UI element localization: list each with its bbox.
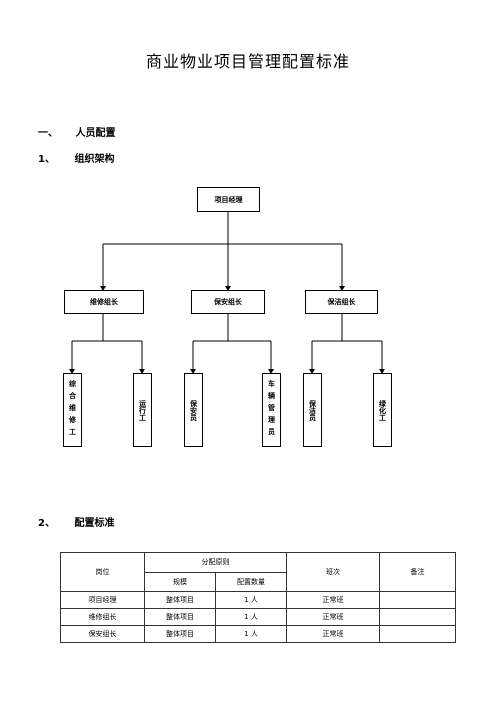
cell-shift: 正常班 xyxy=(286,608,380,626)
header-shift: 班次 xyxy=(286,552,380,592)
cell-quantity: 1 人 xyxy=(215,591,287,609)
cell-quantity: 1 人 xyxy=(215,608,287,626)
staffing-standard-table: 岗位 分配原则 班次 备注 规模 配置数量 项目经理 整体项目 1 人 正常班 … xyxy=(60,552,456,643)
table-row: 保安组长 整体项目 1 人 正常班 xyxy=(60,625,456,643)
cell-scale: 整体项目 xyxy=(144,591,216,609)
cell-shift: 正常班 xyxy=(286,625,380,643)
table-subheader-row: 规模 配置数量 xyxy=(61,571,456,592)
subsection-number: 2、 xyxy=(38,518,55,529)
section-label: 人员配置 xyxy=(75,128,116,139)
subsection-label: 组织架构 xyxy=(74,154,115,165)
cell-remarks xyxy=(379,591,456,609)
section-heading-1: 一、 人员配置 xyxy=(38,124,115,139)
org-box-project-manager: 项目经理 xyxy=(197,187,260,212)
document-title: 商业物业项目管理配置标准 xyxy=(145,52,350,71)
cell-position: 维修组长 xyxy=(60,608,145,626)
org-box-landscaping-worker: 绿化工 xyxy=(373,373,392,447)
header-position: 岗位 xyxy=(60,552,145,592)
cell-shift: 正常班 xyxy=(286,591,380,609)
org-box-cleaning-lead: 保洁组长 xyxy=(305,290,378,314)
org-box-operations-worker: 运行工 xyxy=(133,373,152,447)
header-allocation-principle: 分配原则 xyxy=(144,552,287,573)
subsection-heading-org: 1、 组织架构 xyxy=(38,150,114,165)
cell-position: 保安组长 xyxy=(60,625,145,643)
org-box-general-maintenance-worker: 综合维修工 xyxy=(63,373,82,447)
cell-scale: 整体项目 xyxy=(144,608,216,626)
subsection-label: 配置标准 xyxy=(74,518,115,529)
cell-quantity: 1 人 xyxy=(215,625,287,643)
org-box-vehicle-manager: 车辆管理员 xyxy=(262,373,281,447)
cell-position: 项目经理 xyxy=(60,591,145,609)
table-row: 维修组长 整体项目 1 人 正常班 xyxy=(60,608,456,626)
cell-remarks xyxy=(379,608,456,626)
subsection-number: 1、 xyxy=(38,154,55,165)
org-box-cleaner: 保洁员 xyxy=(303,373,322,447)
org-box-security-guard: 保安员 xyxy=(184,373,203,447)
cell-remarks xyxy=(379,625,456,643)
org-box-security-lead: 保安组长 xyxy=(191,290,265,314)
cell-scale: 整体项目 xyxy=(144,625,216,643)
table-header-row: 岗位 分配原则 班次 备注 xyxy=(60,552,456,592)
section-number: 一、 xyxy=(38,128,58,139)
header-remarks: 备注 xyxy=(379,552,456,592)
table-row: 项目经理 整体项目 1 人 正常班 xyxy=(60,591,456,609)
header-quantity: 配置数量 xyxy=(215,571,287,592)
org-box-maintenance-lead: 维修组长 xyxy=(64,290,144,314)
header-scale: 规模 xyxy=(144,571,216,592)
subsection-heading-standards: 2、 配置标准 xyxy=(38,514,114,529)
